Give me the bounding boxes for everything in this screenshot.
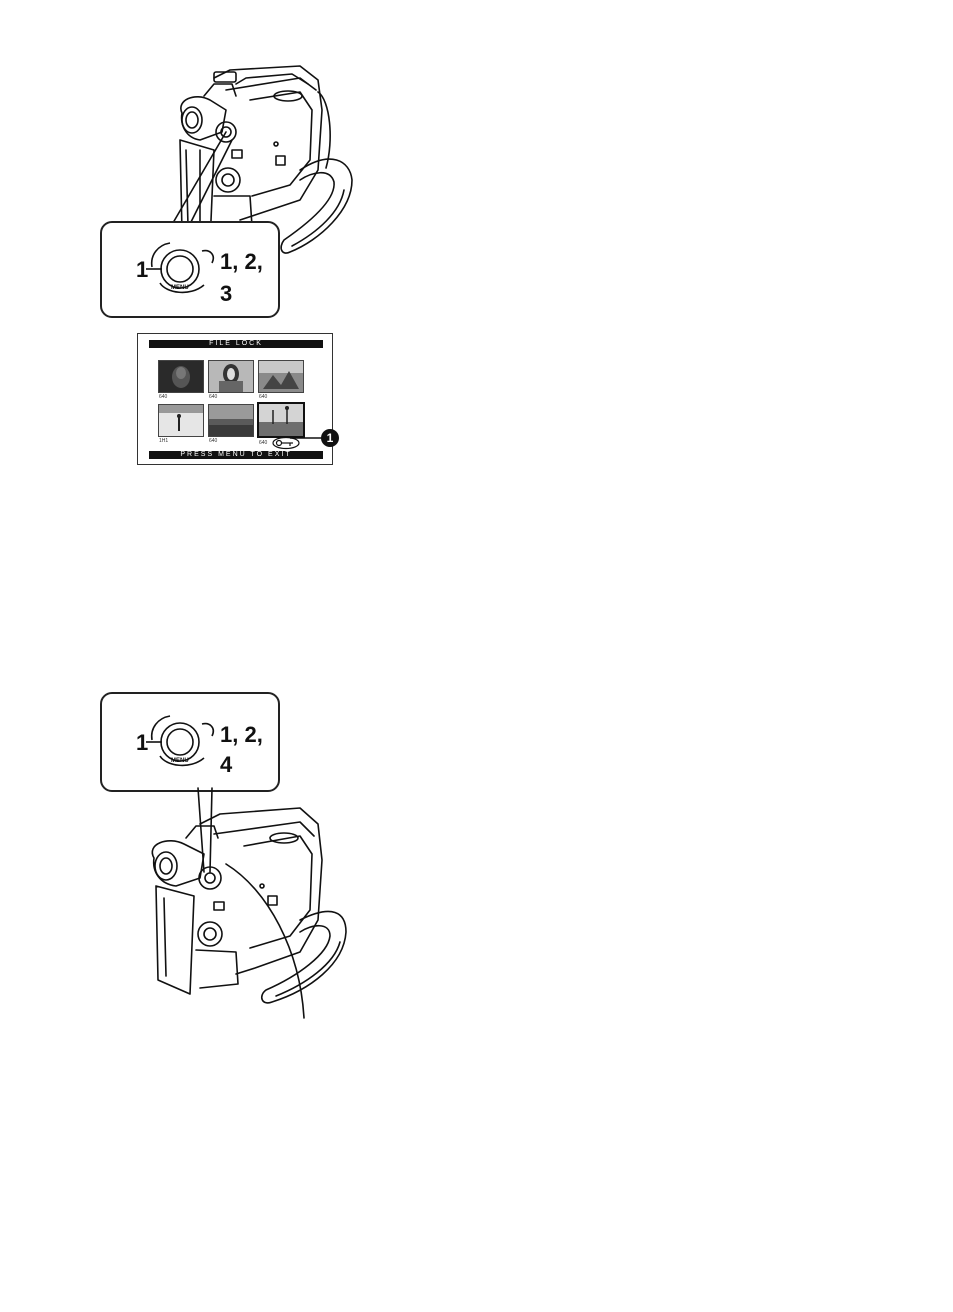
- step-label: 4: [220, 754, 232, 776]
- thumbnail-caption: 640: [209, 394, 217, 400]
- thumbnail-caption: 640: [259, 394, 267, 400]
- thumbnail-caption: 640: [209, 438, 217, 444]
- step-label: 1, 2,: [220, 724, 263, 746]
- thumbnail-caption: 1H1: [159, 438, 168, 444]
- camcorder-illustration-bottom: [0, 780, 953, 1030]
- screen-footer: PRESS MENU TO EXIT: [149, 451, 323, 459]
- thumbnail-caption: 640: [259, 440, 267, 446]
- thumbnail-image: [158, 404, 204, 437]
- thumbnail-image: [208, 404, 254, 437]
- step-label: 3: [220, 283, 232, 305]
- step-label: 1, 2,: [220, 251, 263, 273]
- dial-menu-text: MENU: [171, 758, 189, 764]
- dial-menu-text: MENU: [171, 285, 189, 291]
- screen-title: FILE LOCK: [149, 340, 323, 348]
- callout-marker: 1: [321, 429, 339, 447]
- pointer-label: 1: [136, 732, 148, 754]
- thumbnail-image: [158, 360, 204, 393]
- pointer-label: 1: [136, 259, 148, 281]
- thumbnail-image: [258, 360, 304, 393]
- thumbnail-image: [208, 360, 254, 393]
- thumbnail-caption: 640: [159, 394, 167, 400]
